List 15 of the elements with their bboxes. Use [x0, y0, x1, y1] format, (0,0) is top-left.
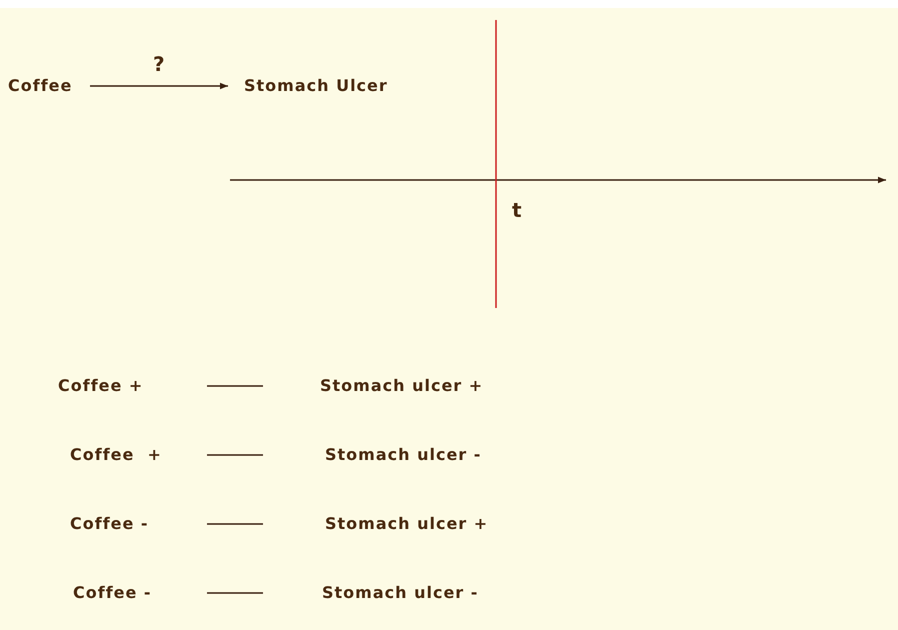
- node-label: Stomach Ulcer: [244, 75, 388, 97]
- node-label: Stomach ulcer +: [320, 375, 484, 397]
- node-label: Coffee -: [70, 513, 149, 535]
- node-label: Coffee -: [73, 582, 152, 604]
- connector-line: [207, 385, 263, 387]
- node-label: Coffee +: [70, 444, 162, 466]
- connector-line: [207, 592, 263, 594]
- node-label: Stomach ulcer -: [325, 444, 482, 466]
- connector-line: [207, 523, 263, 525]
- node-label: Stomach ulcer -: [322, 582, 478, 604]
- arrow: [90, 82, 228, 90]
- connector-line: [207, 454, 263, 456]
- node-label: Coffee: [8, 75, 72, 97]
- node-label: Stomach ulcer +: [325, 513, 488, 535]
- node-label: Coffee +: [58, 375, 144, 397]
